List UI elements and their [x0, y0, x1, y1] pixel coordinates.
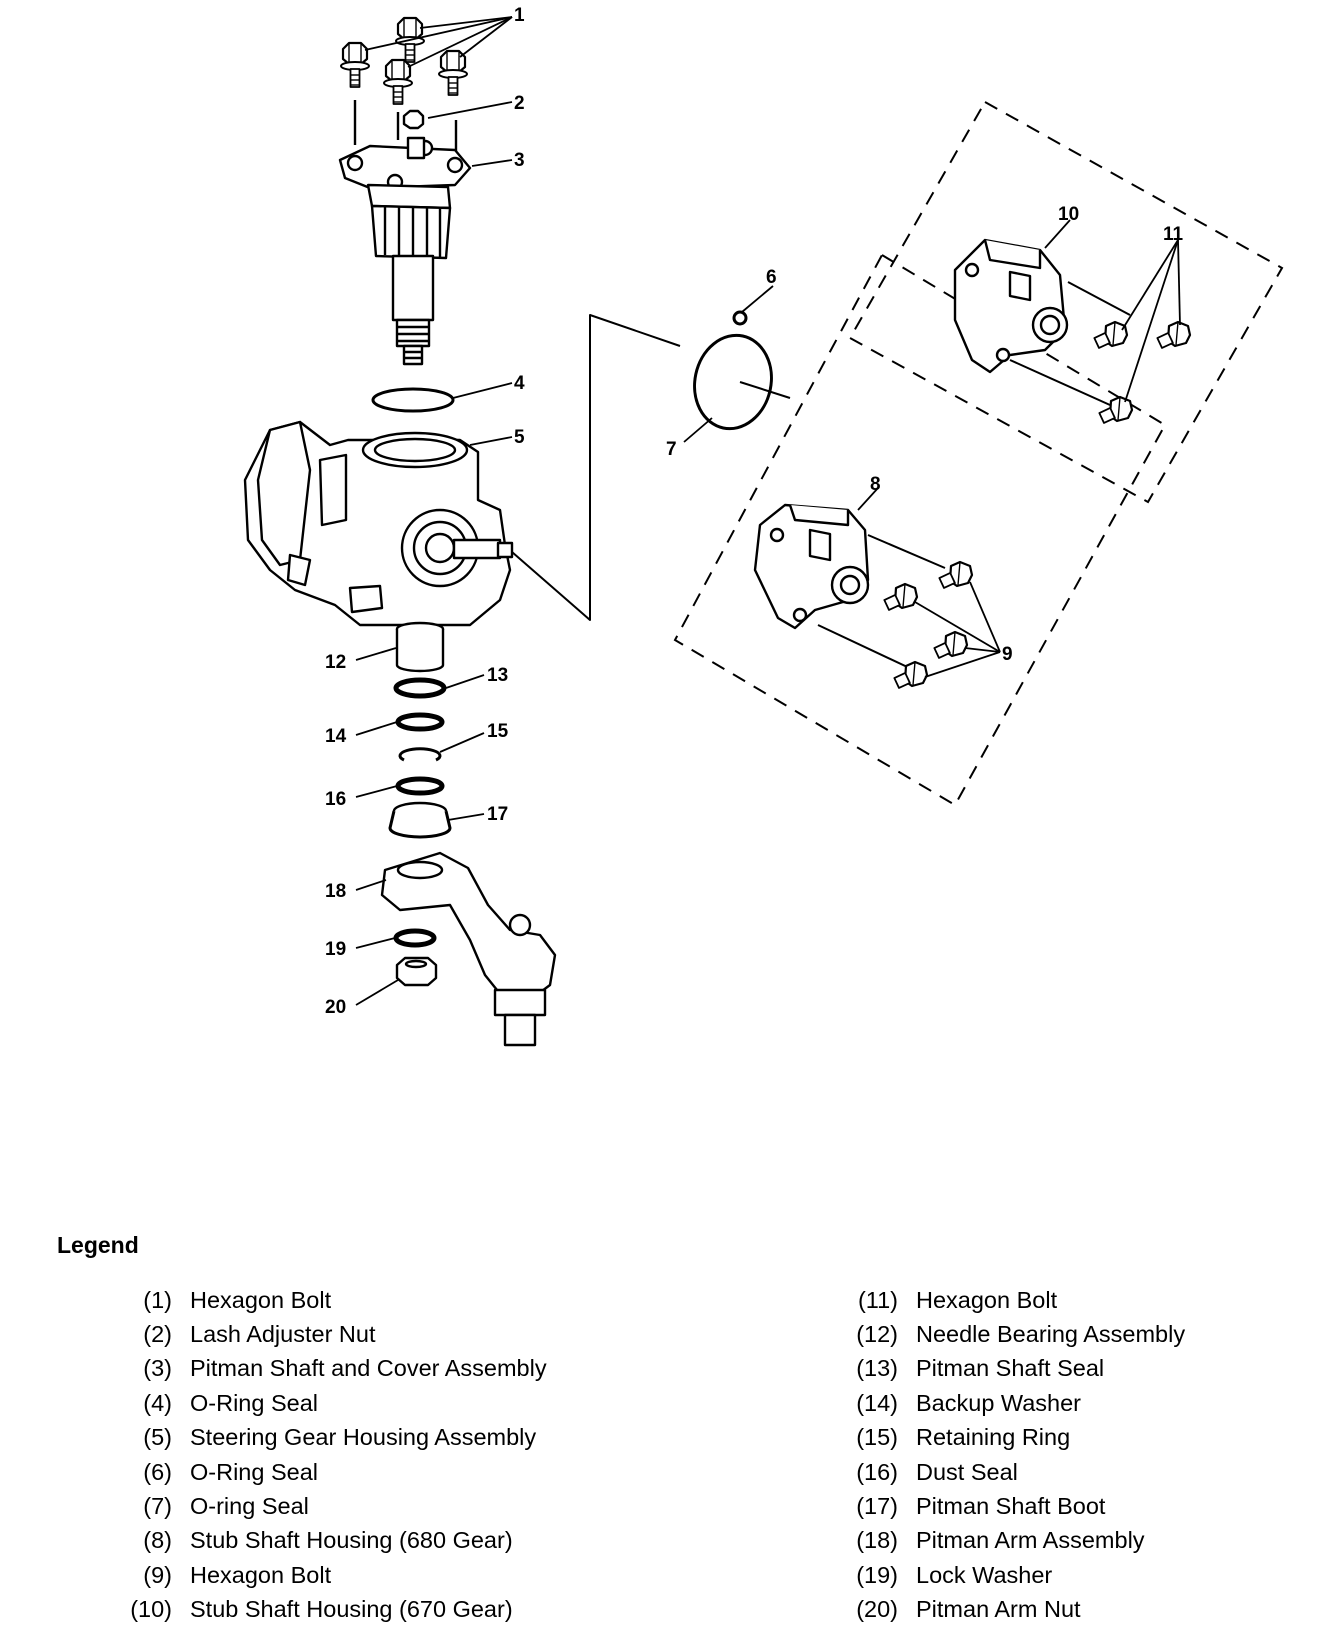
legend-number: (14)	[856, 1389, 898, 1416]
legend-number: (12)	[856, 1321, 898, 1348]
callout-15: 15	[487, 721, 509, 742]
callout-1: 1	[514, 5, 525, 26]
legend-label: Backup Washer	[916, 1389, 1082, 1416]
legend-number: (7)	[143, 1493, 172, 1520]
legend-number: (8)	[143, 1527, 172, 1554]
legend-number: (9)	[143, 1561, 172, 1588]
legend-column-right: (11) Hexagon Bolt (12) Needle Bearing Asse…	[826, 1283, 1185, 1627]
legend-number: (10)	[130, 1596, 172, 1623]
legend-item: (3) Pitman Shaft and Cover Assembly	[100, 1352, 547, 1386]
callout-labels: 1 2 3 4 5 6 7 8 9 10 11 12 13 14 15 16 1…	[325, 5, 1184, 1018]
callout-14: 14	[325, 726, 347, 747]
legend-label: O-Ring Seal	[190, 1389, 318, 1416]
legend-item: (2) Lash Adjuster Nut	[100, 1317, 547, 1351]
callout-19: 19	[325, 939, 346, 960]
callout-17: 17	[487, 804, 508, 825]
callout-leaders	[355, 16, 1181, 1006]
callout-7: 7	[666, 439, 677, 460]
exploded-steering-gear-diagram: 1 2 3 4 5 6 7 8 9 10 11 12 13 14 15 16 1…	[243, 5, 1284, 1047]
legend-number: (16)	[856, 1458, 898, 1485]
legend-item: (1) Hexagon Bolt	[100, 1283, 547, 1317]
legend-number: (19)	[856, 1561, 898, 1588]
legend-number: (20)	[856, 1596, 898, 1623]
legend-title: Legend	[57, 1232, 139, 1258]
callout-2: 2	[514, 93, 525, 114]
legend-number: (17)	[856, 1493, 898, 1520]
callout-20: 20	[325, 997, 346, 1018]
stub-o-rings	[693, 310, 791, 431]
legend-item: (16) Dust Seal	[826, 1455, 1185, 1489]
legend-label: Pitman Arm Assembly	[916, 1527, 1145, 1554]
legend-item: (17) Pitman Shaft Boot	[826, 1489, 1185, 1523]
legend-label: Hexagon Bolt	[190, 1286, 332, 1313]
callout-9: 9	[1002, 644, 1013, 665]
legend-column-left: (1) Hexagon Bolt (2) Lash Adjuster Nut (3)…	[100, 1283, 547, 1627]
callout-8: 8	[870, 474, 881, 495]
legend-item: (8) Stub Shaft Housing (680 Gear)	[100, 1524, 547, 1558]
legend-label: Pitman Arm Nut	[916, 1596, 1081, 1623]
legend-label: Pitman Shaft and Cover Assembly	[190, 1355, 547, 1382]
legend-item: (19) Lock Washer	[826, 1558, 1185, 1592]
stub-shaft-housing-670	[953, 238, 1192, 425]
legend-item: (4) O-Ring Seal	[100, 1386, 547, 1420]
callout-18: 18	[325, 881, 346, 902]
legend-item: (18) Pitman Arm Assembly	[826, 1524, 1185, 1558]
callout-3: 3	[514, 150, 525, 171]
legend-item: (9) Hexagon Bolt	[100, 1558, 547, 1592]
legend-label: Stub Shaft Housing (670 Gear)	[190, 1596, 513, 1623]
callout-10: 10	[1058, 204, 1079, 225]
legend-label: Lash Adjuster Nut	[190, 1321, 376, 1348]
legend-number: (13)	[856, 1355, 898, 1382]
legend-number: (1)	[143, 1286, 172, 1313]
callout-13: 13	[487, 665, 508, 686]
legend-label: Hexagon Bolt	[190, 1561, 332, 1588]
callout-12: 12	[325, 652, 346, 673]
legend-label: Hexagon Bolt	[916, 1286, 1058, 1313]
legend-label: O-Ring Seal	[190, 1458, 318, 1485]
callout-16: 16	[325, 789, 346, 810]
legend-item: (12) Needle Bearing Assembly	[826, 1317, 1185, 1351]
legend-label: Retaining Ring	[916, 1424, 1071, 1451]
legend-label: Dust Seal	[916, 1458, 1018, 1485]
callout-4: 4	[514, 373, 525, 394]
callout-6: 6	[766, 267, 777, 288]
callout-5: 5	[514, 427, 525, 448]
legend-item: (13) Pitman Shaft Seal	[826, 1352, 1185, 1386]
legend-item: (20) Pitman Arm Nut	[826, 1593, 1185, 1627]
legend-label: Pitman Shaft Seal	[916, 1355, 1105, 1382]
dashed-frames	[673, 100, 1284, 807]
legend-item: (6) O-Ring Seal	[100, 1455, 547, 1489]
legend-number: (3)	[143, 1355, 172, 1382]
legend-number: (6)	[143, 1458, 172, 1485]
legend-number: (5)	[143, 1424, 172, 1451]
legend-label: Needle Bearing Assembly	[916, 1321, 1186, 1348]
legend-number: (15)	[856, 1424, 898, 1451]
stub-shaft-housing-680	[753, 503, 974, 690]
legend-label: Stub Shaft Housing (680 Gear)	[190, 1527, 513, 1554]
legend-number: (18)	[856, 1527, 898, 1554]
legend-number: (2)	[143, 1321, 172, 1348]
legend-item: (7) O-ring Seal	[100, 1489, 547, 1523]
legend-item: (11) Hexagon Bolt	[826, 1283, 1185, 1317]
legend-number: (11)	[857, 1286, 898, 1313]
legend-label: Pitman Shaft Boot	[916, 1493, 1106, 1520]
callout-11: 11	[1163, 224, 1184, 245]
main-assembly-drawing	[243, 16, 681, 1047]
legend-item: (10) Stub Shaft Housing (670 Gear)	[100, 1593, 547, 1627]
legend-number: (4)	[143, 1389, 172, 1416]
legend-label: Steering Gear Housing Assembly	[190, 1424, 537, 1451]
legend-item: (15) Retaining Ring	[826, 1421, 1185, 1455]
legend-item: (5) Steering Gear Housing Assembly	[100, 1421, 547, 1455]
legend-label: Lock Washer	[916, 1561, 1053, 1588]
legend-label: O-ring Seal	[190, 1493, 309, 1520]
legend-item: (14) Backup Washer	[826, 1386, 1185, 1420]
